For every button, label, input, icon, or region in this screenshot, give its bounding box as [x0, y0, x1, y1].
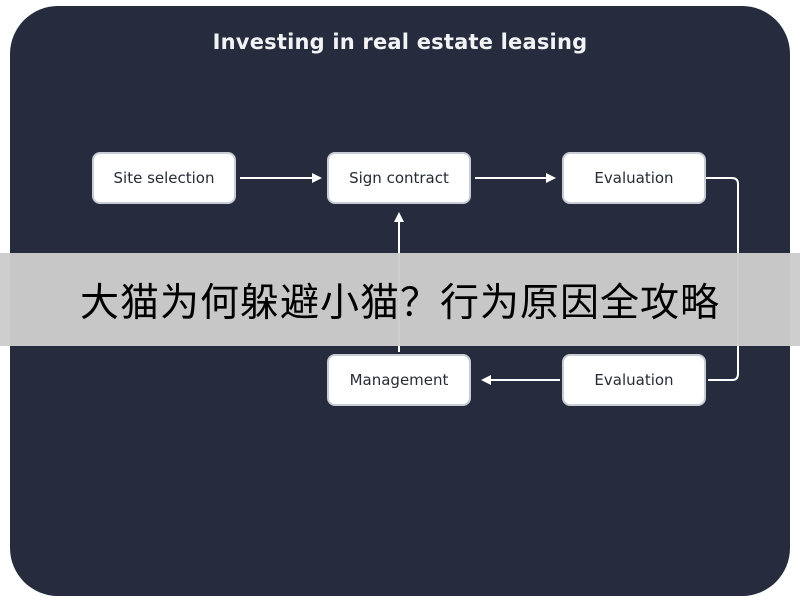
node-evaluation-bottom: Evaluation	[562, 354, 706, 406]
node-evaluation-top-label: Evaluation	[594, 169, 674, 187]
node-evaluation-bottom-label: Evaluation	[594, 371, 674, 389]
node-evaluation-top: Evaluation	[562, 152, 706, 204]
node-management: Management	[327, 354, 471, 406]
node-site-selection: Site selection	[92, 152, 236, 204]
node-site-selection-label: Site selection	[113, 169, 215, 187]
caption-banner-text: 大猫为何躲避小猫？行为原因全攻略	[79, 280, 720, 326]
node-management-label: Management	[349, 371, 449, 389]
node-sign-contract-label: Sign contract	[349, 169, 449, 187]
caption-banner: 大猫为何躲避小猫？行为原因全攻略	[0, 253, 800, 346]
diagram-title: Investing in real estate leasing	[212, 30, 588, 54]
node-sign-contract: Sign contract	[327, 152, 471, 204]
